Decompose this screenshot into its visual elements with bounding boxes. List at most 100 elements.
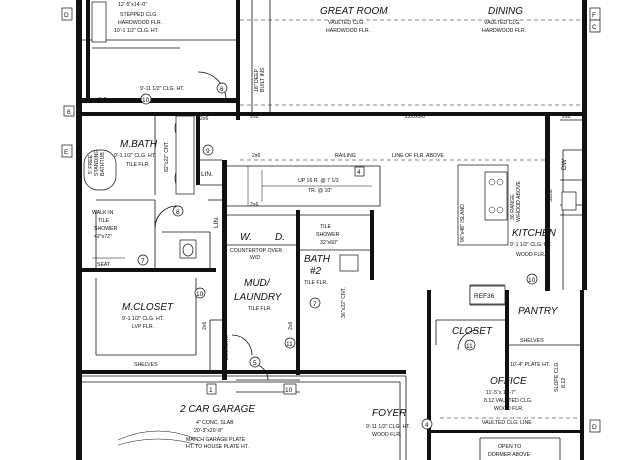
plan-note-43: SEAT — [97, 262, 111, 268]
plan-note-65: 9'-1 1/2" CLG. HT. — [510, 242, 552, 248]
door-swing-4 — [457, 329, 479, 351]
tag-d-left: D — [64, 12, 69, 19]
plan-note-27: 9'-1 1/2" CLG. HT. — [114, 153, 156, 159]
plan-note-40: TILE — [98, 218, 109, 224]
plan-note-9: 11 — [466, 343, 473, 350]
plan-note-59: 2x6 — [288, 322, 294, 330]
plan-note-52: #2 — [310, 266, 322, 277]
mud-label: MUD/ — [244, 278, 271, 289]
plan-note-42: 42"x72" — [94, 234, 112, 240]
plan-note-80: 20'-3"x20'-8" — [194, 428, 223, 434]
plan-note-73: SLOPE CLG. — [554, 361, 560, 392]
office-label: OFFICE — [490, 376, 527, 387]
plan-note-32: 82"x22" CNT. — [164, 141, 170, 172]
plan-note-75: OPEN TO — [498, 444, 521, 450]
plan-note-15: HARDWOOD FLR. — [482, 28, 526, 34]
plan-note-78: WOOD FLR. — [372, 432, 401, 438]
plan-note-23: 22/0x9/0 — [405, 114, 425, 120]
plan-note-53: TILE FLR. — [304, 280, 328, 286]
plan-note-21: 2x6 — [98, 97, 106, 103]
plan-note-14: VAULTED CLG. — [484, 20, 521, 26]
plan-note-8: 5 — [253, 360, 257, 367]
plan-note-82: HT. TO HOUSE PLATE HT. — [186, 444, 249, 450]
plan-note-12: VAULTED CLG. — [328, 20, 365, 26]
plan-note-45: D. — [275, 232, 285, 243]
tag-1: 1 — [209, 387, 213, 394]
plan-note-74: 8.12 — [561, 378, 567, 388]
interior-lines — [76, 0, 582, 460]
circle-tags: 10 6 9 8 7 10 7 11 5 11 10 4 — [137, 82, 538, 430]
car-outline — [117, 430, 199, 446]
plan-note-54: 36"x22" CNT. — [341, 287, 347, 318]
plan-note-29: 5' FREE — [88, 154, 94, 174]
plan-note-37: TR. @ 10" — [308, 188, 332, 194]
ref-label: REF36 — [474, 293, 495, 300]
bathtub — [83, 149, 117, 191]
plan-note-4: 7 — [141, 258, 145, 265]
door-swing-1 — [197, 71, 227, 101]
plan-note-49: TILE — [320, 224, 331, 230]
plan-note-61: SB36 — [548, 189, 554, 202]
plan-note-18: HARDWOOD FLR. — [118, 20, 162, 26]
plan-note-77: 9'-11 1/2" CLG. HT. — [366, 424, 410, 430]
laundry-label: LAUNDRY — [234, 292, 283, 303]
plan-note-47: W/D — [250, 255, 260, 261]
tag-f-right: F — [592, 12, 596, 19]
closet-label: CLOSET — [452, 326, 493, 337]
plan-note-68: 10'-4" PLATE HT. — [510, 362, 550, 368]
plan-note-33: 2x6 — [252, 153, 260, 159]
plan-note-17: STEPPED CLG. — [120, 12, 158, 18]
plan-note-22: 2x8 — [250, 114, 258, 120]
top-left-cabinet — [91, 1, 107, 43]
plan-note-1: 6 — [220, 86, 224, 93]
door-swing-2 — [154, 205, 178, 229]
plan-note-70: 8.12 VAULTED CLG. — [484, 398, 532, 404]
tag-e-left: E — [64, 149, 69, 156]
plan-note-46: COUNTERTOP OVER — [230, 248, 282, 254]
plan-note-67: SHELVES — [520, 338, 544, 344]
plan-note-24: 2x8 — [562, 114, 570, 120]
plan-note-64: W/HOOD ABOVE — [516, 181, 522, 222]
garage-label: 2 CAR GARAGE — [179, 404, 255, 415]
toilet-bowl-1 — [182, 243, 194, 257]
wall-outlines — [76, 0, 587, 460]
m-closet-label: M.CLOSET — [122, 302, 174, 313]
tag-6-left: 6 — [67, 109, 71, 116]
plan-note-58: 2x6 — [202, 322, 208, 330]
plan-note-57: SHELVES — [134, 362, 158, 368]
plan-note-71: WOOD FLR. — [494, 406, 523, 412]
lin-label-2: LIN. — [213, 216, 220, 228]
plan-note-55: 9'-1 1/2" CLG. HT. — [122, 316, 164, 322]
plan-note-72: VAULTED CLG. LINE — [482, 420, 532, 426]
plan-note-28: TILE FLR. — [126, 162, 150, 168]
plan-note-20: 9'-11 1/2" CLG. HT. — [140, 86, 184, 92]
plan-note-66: WOOD FLR. — [516, 252, 545, 258]
plan-note-69: 11'-5"x 11'-7" — [486, 390, 516, 396]
kitchen-sink — [561, 191, 577, 211]
plan-note-25: 18" DEEP — [254, 68, 260, 92]
lin-label-1: LIN. — [201, 171, 213, 178]
tag-10: 10 — [285, 387, 293, 394]
plan-note-41: SHOWER — [94, 226, 118, 232]
range — [484, 171, 508, 221]
bath2-label: BATH — [304, 254, 331, 265]
labels: GREAT ROOM VAULTED CLG. HARDWOOD FLR. DI… — [88, 2, 570, 458]
plan-note-35: LINE OF FLR. ABOVE — [392, 153, 444, 159]
plan-note-56: LVP FLR. — [132, 324, 154, 330]
kitchen-label: KITCHEN — [512, 228, 557, 239]
plan-note-76: DORMER ABOVE — [488, 452, 531, 458]
plan-note-10: 10 — [528, 277, 536, 284]
plan-note-6: 7 — [313, 301, 317, 308]
foyer-label: FOYER — [372, 408, 406, 419]
plan-note-48: TILE FLR. — [248, 306, 272, 312]
tag-4: 4 — [357, 169, 361, 176]
tag-c-right: C — [592, 24, 597, 31]
dining-label: DINING — [488, 6, 523, 17]
plan-note-51: 32"x60" — [320, 240, 338, 246]
plan-note-38: 2x6 — [250, 202, 258, 208]
pantry-label: PANTRY — [518, 306, 559, 317]
plan-note-16: 12'-5"x14'-0" — [118, 2, 147, 8]
plan-note-60: LOCKERS — [224, 335, 230, 360]
plan-note-81: MATCH GARAGE PLATE — [186, 437, 246, 443]
